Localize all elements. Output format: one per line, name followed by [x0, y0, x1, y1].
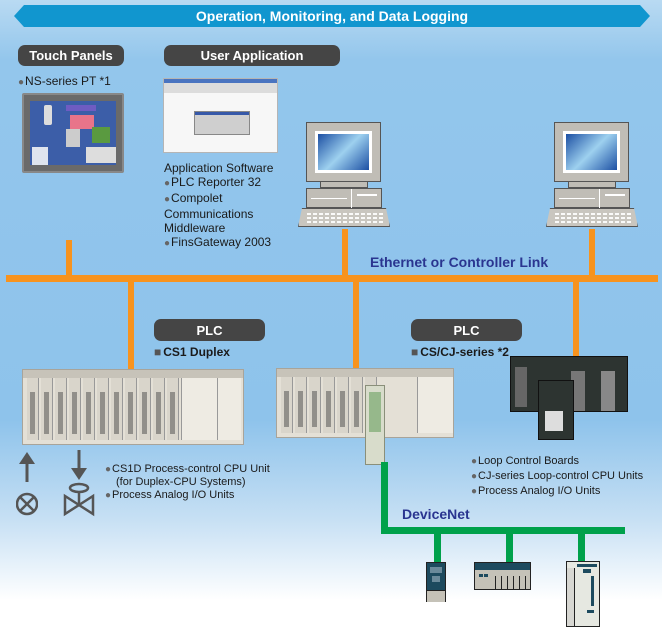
cs1d-item-analog: Process Analog I/O Units — [105, 489, 270, 502]
ethernet-drop-computer-2 — [589, 229, 595, 278]
cs-cj-item-loop-cpu: CJ-series Loop-control CPU Units — [471, 469, 643, 484]
plc-header-left-label: PLC — [196, 322, 223, 338]
ns-series-pt-label: NS-series PT *1 — [18, 75, 111, 89]
app-item-plc-reporter: PLC Reporter 32 — [164, 175, 273, 191]
devicenet-drop-2 — [506, 530, 513, 564]
cs-cj-item-analog: Process Analog I/O Units — [471, 484, 643, 499]
application-software-caption: Application Software — [164, 161, 274, 175]
devicenet-label: DeviceNet — [402, 506, 470, 522]
cs1d-item-cpu-line2: (for Duplex-CPU Systems) — [116, 476, 246, 488]
ethernet-drop-plc-cs1d — [128, 280, 134, 370]
computer-icon — [298, 122, 390, 228]
touch-panels-header-label: Touch Panels — [29, 48, 113, 63]
app-item-finsgateway: FinsGateway 2003 — [164, 235, 273, 251]
devicenet-servo-drive — [566, 561, 600, 627]
cs-cj-series-label: CS/CJ-series *2 — [411, 346, 509, 359]
ethernet-bus-line — [6, 275, 658, 282]
cs1d-plc-rack-image — [22, 369, 244, 445]
cj-loop-cpu-image — [538, 380, 574, 440]
cs-plc-rack-image — [276, 368, 454, 438]
loop-control-board-image — [365, 385, 385, 465]
devicenet-io-terminal — [474, 562, 531, 590]
cs-cj-features-list: Loop Control Boards CJ-series Loop-contr… — [471, 454, 643, 499]
devicenet-bus-line — [381, 527, 625, 534]
user-application-header-label: User Application — [200, 48, 304, 63]
ethernet-drop-computer-1 — [342, 229, 348, 278]
ethernet-label: Ethernet or Controller Link — [370, 254, 549, 270]
title-banner: Operation, Monitoring, and Data Logging — [14, 5, 650, 27]
devicenet-drop-1 — [434, 530, 441, 564]
application-software-screenshot — [163, 78, 278, 153]
sensor-input-icon — [15, 452, 39, 522]
cs1d-item-cpu: CS1D Process-control CPU Unit — [105, 463, 270, 476]
cs1-duplex-label: CS1 Duplex — [154, 346, 230, 359]
plc-header-right-label: PLC — [453, 322, 480, 338]
app-item-compolet: Compolet — [164, 191, 273, 207]
touch-panel-image — [22, 93, 124, 173]
devicenet-drop-plc — [381, 462, 388, 534]
cs-cj-item-loop-boards: Loop Control Boards — [471, 454, 643, 469]
touch-panels-header: Touch Panels — [18, 45, 124, 66]
cs1d-features-list: CS1D Process-control CPU Unit (for Duple… — [105, 463, 270, 502]
ethernet-drop-plc-cj — [573, 280, 579, 360]
ethernet-drop-plc-cs — [353, 280, 359, 370]
banner-title: Operation, Monitoring, and Data Logging — [195, 8, 469, 24]
application-software-list: Application Software PLC Reporter 32 Com… — [164, 161, 273, 251]
app-item-compolet-line2: Communications — [164, 207, 254, 221]
plc-header-left: PLC — [154, 319, 265, 341]
app-item-compolet-line3: Middleware — [164, 221, 226, 235]
ethernet-drop-touch-panel — [66, 240, 72, 278]
user-application-header: User Application — [164, 45, 340, 66]
computer-icon — [546, 122, 638, 228]
devicenet-drop-3 — [578, 530, 585, 564]
control-valve-icon — [62, 450, 96, 522]
plc-header-right: PLC — [411, 319, 522, 341]
devicenet-slave-device-1 — [426, 562, 446, 602]
